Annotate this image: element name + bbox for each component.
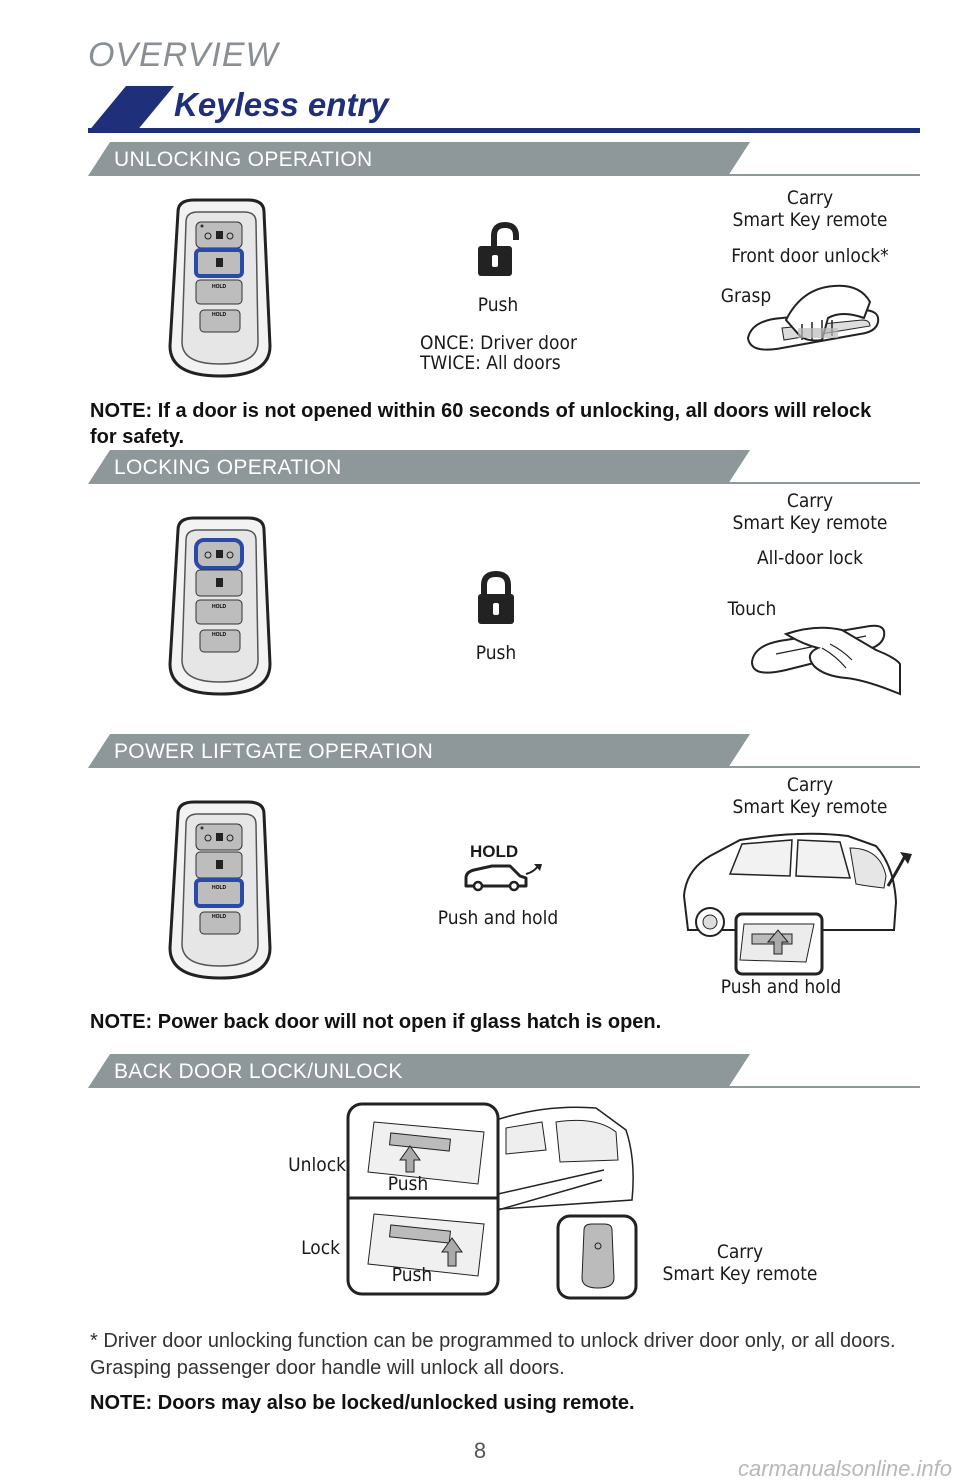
watermark: carmanualsonline.info: [737, 1456, 952, 1481]
backdoor-smart-key-label: Smart Key remote: [662, 1263, 818, 1285]
unlock-note: NOTE: If a door is not opened within 60 …: [90, 400, 872, 448]
liftgate-note: NOTE: Power back door will not open if g…: [90, 1011, 662, 1033]
smart-key-fob-liftgate: HOLD HOLD: [168, 800, 272, 980]
final-note: NOTE: Doors may also be locked/unlocked …: [90, 1392, 635, 1414]
unlock-twice-label: TWICE: All doors: [420, 352, 561, 374]
section-title: POWER LIFTGATE OPERATION: [114, 740, 434, 763]
hold-label: HOLD: [470, 842, 519, 861]
section-header-backdoor: BACK DOOR LOCK/UNLOCK: [88, 1054, 920, 1090]
svg-text:HOLD: HOLD: [212, 632, 227, 638]
svg-text:HOLD: HOLD: [212, 885, 227, 891]
all-door-lock-label: All-door lock: [756, 547, 864, 569]
page-title: Keyless entry: [174, 86, 389, 123]
unlock-smart-key-label: Smart Key remote: [732, 209, 888, 231]
page-number: 8: [473, 1438, 487, 1463]
back-door-switch-illustration: [346, 1102, 638, 1300]
backdoor-lock-label: Lock: [301, 1237, 340, 1259]
footnote: * Driver door unlocking function can be …: [90, 1330, 896, 1379]
liftgate-car-icon: [464, 864, 542, 892]
door-handle-grasp-illustration: [746, 284, 880, 351]
lock-push-label: Push: [475, 642, 517, 664]
section-header-locking: LOCKING OPERATION: [88, 450, 920, 486]
section-title: UNLOCKING OPERATION: [114, 148, 373, 171]
lock-smart-key-label: Smart Key remote: [732, 512, 888, 534]
door-handle-touch-illustration: [750, 624, 901, 696]
svg-text:HOLD: HOLD: [212, 284, 227, 290]
svg-text:HOLD: HOLD: [212, 604, 227, 610]
backdoor-unlock-label: Unlock: [288, 1154, 346, 1176]
liftgate-smart-key-label: Smart Key remote: [732, 796, 888, 818]
unlock-carry-label: Carry: [786, 187, 834, 209]
backdoor-carry-label: Carry: [716, 1241, 764, 1263]
overview-heading: OVERVIEW: [88, 36, 279, 74]
lock-carry-label: Carry: [786, 490, 834, 512]
grasp-label: Grasp: [720, 285, 772, 307]
unlock-once-label: ONCE: Driver door: [420, 332, 577, 354]
unlock-icon: [478, 222, 519, 276]
liftgate-push-hold-car-label: Push and hold: [720, 976, 842, 998]
backdoor-push-bottom-label: Push: [391, 1264, 433, 1286]
smart-key-fob-lock: HOLD HOLD: [168, 516, 272, 696]
unlock-push-label: Push: [477, 294, 519, 316]
title-banner: [88, 86, 920, 133]
liftgate-push-hold-label: Push and hold: [437, 907, 559, 929]
svg-text:HOLD: HOLD: [212, 312, 227, 318]
smart-key-fob-unlock: HOLD HOLD: [168, 198, 272, 378]
section-title: LOCKING OPERATION: [114, 456, 342, 479]
lock-icon: [478, 570, 514, 624]
suv-liftgate-illustration: [682, 832, 912, 976]
liftgate-carry-label: Carry: [786, 774, 834, 796]
section-title: BACK DOOR LOCK/UNLOCK: [114, 1060, 403, 1083]
front-door-unlock-label: Front door unlock*: [731, 245, 889, 267]
backdoor-push-top-label: Push: [387, 1173, 429, 1195]
touch-label: Touch: [727, 598, 777, 620]
svg-text:HOLD: HOLD: [212, 914, 227, 920]
section-header-unlocking: UNLOCKING OPERATION: [88, 142, 920, 178]
section-header-liftgate: POWER LIFTGATE OPERATION: [88, 734, 920, 770]
